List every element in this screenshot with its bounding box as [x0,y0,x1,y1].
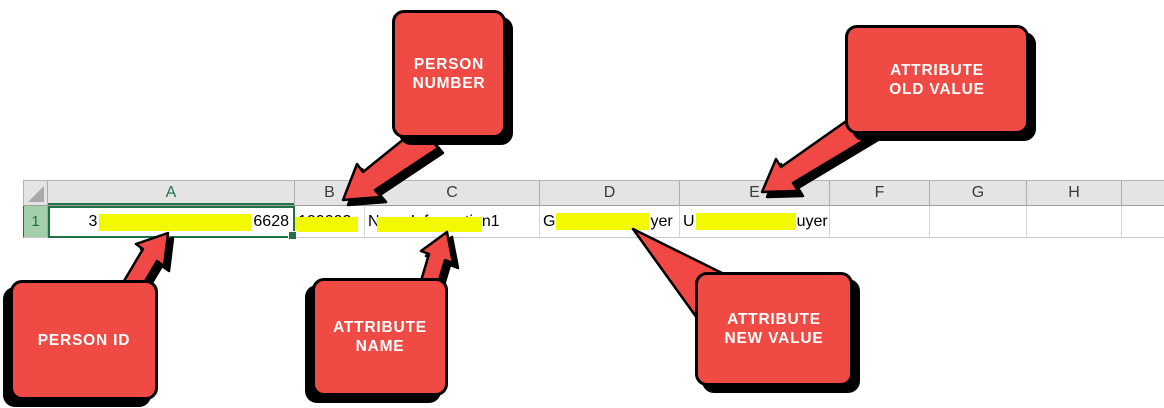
callout-attribute-new-value: ATTRIBUTE NEW VALUE [695,272,853,386]
cell-e1[interactable]: U uyer [680,206,830,238]
column-header-e[interactable]: E [680,181,830,206]
cell-g1[interactable] [930,206,1027,238]
column-header-c[interactable]: C [365,181,540,206]
cell-a1-visible-start: 3 [88,213,98,230]
callout-label-line: ATTRIBUTE [890,61,984,79]
cell-b1[interactable]: 100003 [295,206,365,238]
cell-a1-redaction-highlight [99,213,252,231]
cell-c1[interactable]: NameInformation1 [365,206,540,238]
callout-label-line: ATTRIBUTE [727,311,821,328]
column-header-row: A B C D E F G H [23,180,1164,206]
column-header-d[interactable]: D [540,181,680,206]
cell-e1-visible-start: U [683,212,695,230]
column-header-h[interactable]: H [1027,181,1122,206]
callout-label-line: ATTRIBUTE [333,319,427,336]
callout-label-line: OLD VALUE [889,80,985,98]
cell-d1[interactable]: G yer [540,206,680,238]
column-header-partial[interactable] [1122,181,1164,206]
data-row-1: 1 3 6628 100003 NameInformation1 G yer U… [23,206,1164,240]
cell-d1-visible-start: G [543,212,556,230]
callout-person-number: PERSON NUMBER [392,10,506,138]
cell-h1[interactable] [1027,206,1122,238]
cell-f1[interactable] [830,206,930,238]
callout-attribute-name: ATTRIBUTE NAME [312,278,448,396]
callout-person-id: PERSON ID [10,280,158,400]
select-all-triangle-icon [28,186,44,202]
callout-label-line: PERSON [413,56,485,73]
row-header-1[interactable]: 1 [23,206,48,238]
column-header-b[interactable]: B [295,181,365,206]
cell-a1-visible-end: 6628 [253,213,289,230]
column-header-a[interactable]: A [48,181,295,206]
cell-b1-redaction-highlight [295,217,358,232]
column-header-g[interactable]: G [930,181,1027,206]
callout-label-line: NUMBER [412,75,486,92]
spreadsheet: A B C D E F G H 1 3 6628 100003 NameInfo… [23,180,1164,240]
select-all-corner[interactable] [23,181,48,206]
cell-d1-redaction-highlight [556,213,650,230]
column-header-f[interactable]: F [830,181,930,206]
cell-d1-visible-end: yer [650,212,673,230]
callout-attribute-old-value: ATTRIBUTE OLD VALUE [845,25,1029,134]
cell-e1-visible-end: uyer [796,212,828,230]
selection-fill-handle[interactable] [288,231,297,240]
cell-partial[interactable] [1122,206,1164,238]
cell-c1-redaction-highlight [377,217,482,232]
callout-label-line: PERSON ID [37,331,131,349]
callout-label-line: NAME [355,338,405,355]
cell-a1[interactable]: 3 6628 [48,206,297,240]
cell-e1-redaction-highlight [695,213,796,230]
callout-label-line: NEW VALUE [724,330,824,347]
